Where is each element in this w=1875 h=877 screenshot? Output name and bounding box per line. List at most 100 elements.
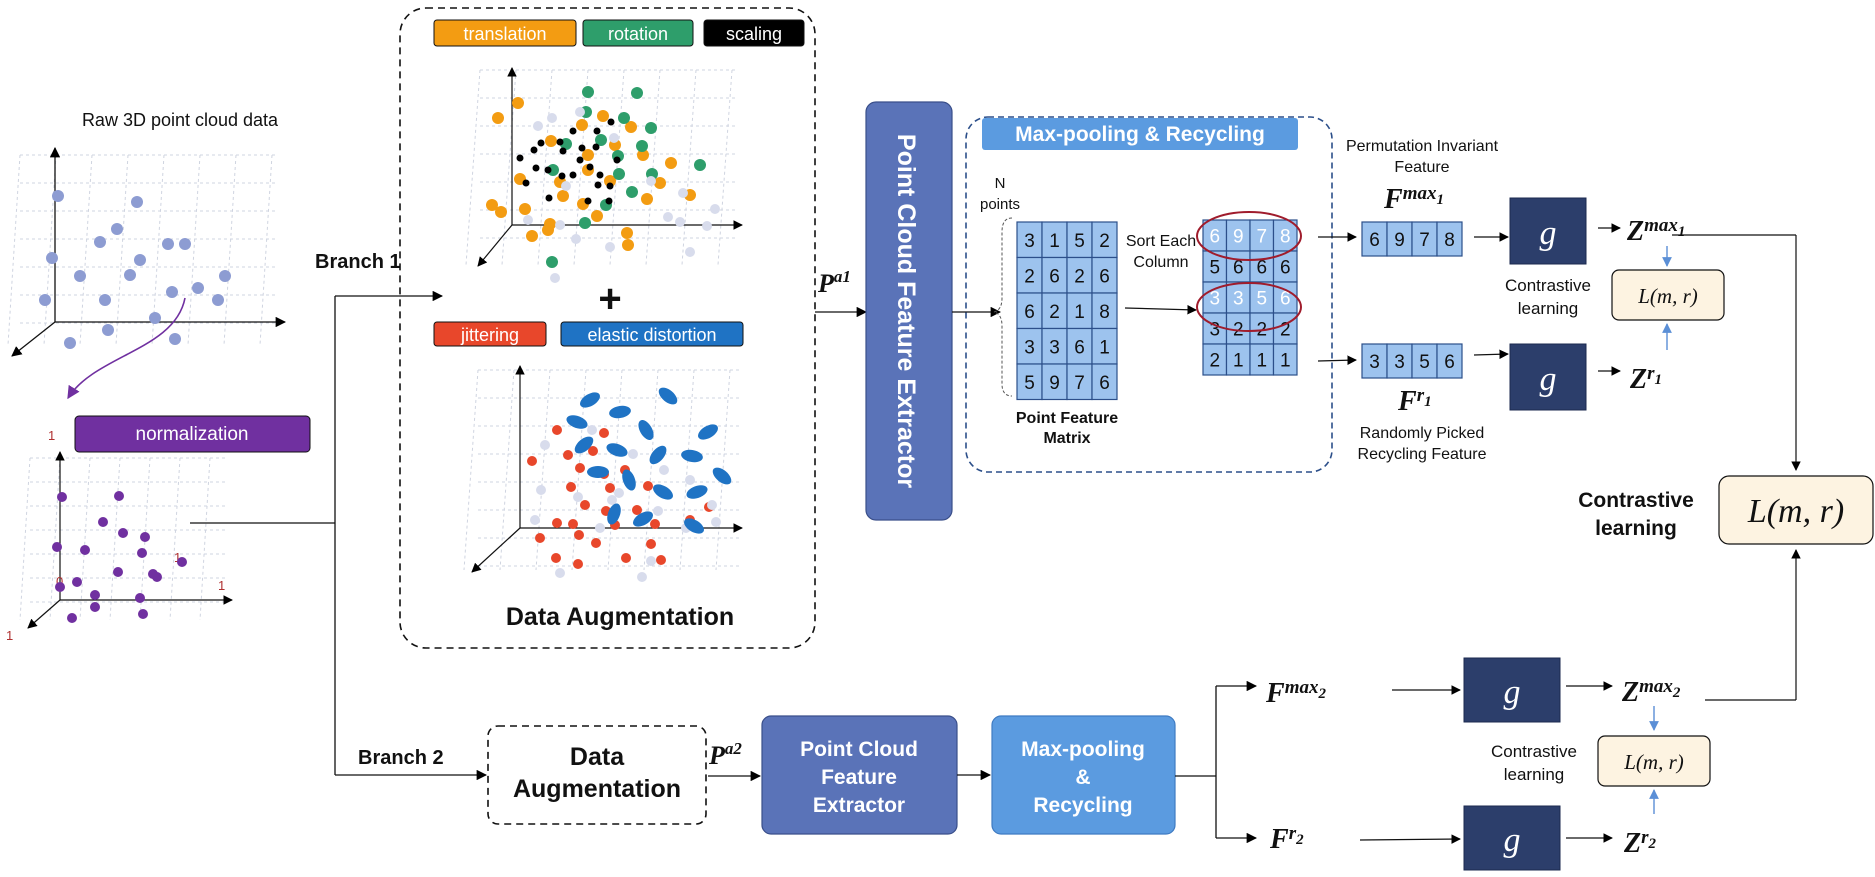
extractor1-label: Point Cloud Feature Extractor [892, 134, 920, 488]
norm-axis-tick-x: 1 [218, 578, 225, 593]
jitter-point-19 [621, 553, 631, 563]
jitter-point-26 [605, 483, 615, 493]
jitter-point-23 [650, 519, 660, 529]
perm-label-2: Feature [1394, 159, 1449, 176]
loss-box-branch2: L(m, r) [1597, 735, 1711, 787]
translation-point-0 [512, 97, 524, 109]
augmentation-top-grid [465, 69, 735, 266]
augmentation-plus: + [598, 277, 621, 321]
rotation-point-11 [626, 186, 638, 198]
maxpool-recycling-2: Max-pooling & Recycling [991, 715, 1176, 835]
normalized-cloud-grid [19, 457, 225, 621]
scaling-point-11 [586, 163, 594, 171]
extractor2-label-1: Point Cloud [800, 738, 918, 761]
raw-cloud-grid [7, 154, 275, 346]
sort-arrow [1124, 304, 1197, 315]
projection-head-g-r2: g [1463, 805, 1561, 871]
fr1-vec-cell-1 [1386, 343, 1413, 379]
sorted-grid-value-0-2: 7 [1256, 227, 1267, 248]
final-loss-box: L(m, r) [1718, 475, 1874, 545]
elastic-point-5 [606, 443, 628, 457]
matrix-grid-value-1-0: 2 [1024, 266, 1035, 287]
raw-point-3 [46, 252, 58, 264]
recycle-row-highlight [1196, 282, 1302, 332]
elastic-point-4 [638, 420, 654, 440]
elastic-point-1 [658, 387, 678, 405]
jitter-point-16 [535, 533, 545, 543]
sorted-grid-value-4-3: 1 [1280, 351, 1291, 372]
raw-point-5 [134, 254, 146, 266]
fmax1-vec-value-1: 9 [1394, 230, 1405, 251]
norm-point-10 [113, 567, 123, 577]
raw-point-19 [169, 333, 181, 345]
sorted-grid-value-1-1: 6 [1233, 258, 1244, 279]
scaling-point-2 [530, 146, 538, 154]
base-point-10 [605, 242, 615, 252]
input-p-a2: Pa2 [708, 739, 742, 770]
branch2-flow: Data Augmentation Pa2 Point Cloud Featur… [487, 657, 1711, 871]
translation-point-5 [597, 110, 609, 122]
raw-point-2 [111, 223, 123, 235]
jitter-point-18 [573, 559, 583, 569]
elastic-point-7 [681, 449, 703, 463]
sorted-grid-value-2-2: 5 [1256, 289, 1267, 310]
raw-point-10 [124, 269, 136, 281]
translation-point-10 [641, 193, 653, 205]
raw-cloud-points [39, 190, 231, 349]
norm-point-1 [114, 491, 124, 501]
matrix-grid-value-2-0: 6 [1024, 302, 1035, 323]
augmentation-bottom-points [527, 387, 732, 582]
base-point-16 [702, 221, 712, 231]
norm-axis-tick-mid: 1 [174, 550, 181, 565]
base-point-13 [523, 215, 533, 225]
jitter-base-point-0 [540, 440, 550, 450]
base-point-15 [663, 212, 673, 222]
translation-point-1 [492, 112, 504, 124]
jitter-point-22 [599, 428, 609, 438]
sorted-grid-value-2-3: 6 [1280, 289, 1291, 310]
jitter-base-point-2 [628, 449, 638, 459]
norm-point-8 [177, 557, 187, 567]
g-r2-label: g [1504, 822, 1521, 859]
sort-label-2: Column [1133, 254, 1188, 271]
norm-point-0 [57, 492, 67, 502]
elastic-point-3 [698, 424, 718, 440]
jitter-point-21 [527, 456, 537, 466]
data-augmentation-panel: translation rotation scaling + jittering… [399, 7, 816, 649]
translation-point-19 [495, 206, 507, 218]
jitter-base-point-1 [587, 425, 597, 435]
norm-point-18 [138, 609, 148, 619]
translation-point-20 [557, 190, 569, 202]
fmax1-vec-cell-3 [1436, 221, 1463, 257]
rotation-point-13 [636, 140, 648, 152]
contrastive1-label-2: learning [1518, 299, 1579, 318]
matrix-grid-cell-0-1 [1041, 221, 1068, 259]
elastic-point-16 [607, 503, 621, 525]
z-r1-symbol: Zr1 [1629, 363, 1662, 395]
matrix-grid-cell-0-3 [1091, 221, 1118, 259]
translation-point-23 [582, 149, 594, 161]
base-point-0 [533, 121, 543, 131]
matrix-grid-value-0-0: 3 [1024, 231, 1035, 252]
base-point-1 [547, 113, 557, 123]
raw-point-12 [39, 294, 51, 306]
branch1-label: Branch 1 [315, 251, 401, 273]
norm-point-9 [72, 577, 82, 587]
g-r1-label: g [1540, 361, 1557, 398]
scaling-point-9 [578, 144, 586, 152]
jitter-base-point-8 [536, 485, 546, 495]
raw-point-4 [94, 236, 106, 248]
scaling-point-23 [605, 197, 613, 205]
matrix-grid-value-1-2: 2 [1074, 266, 1085, 287]
projection-head-g-r1: g [1509, 343, 1587, 411]
jitter-base-point-4 [607, 495, 617, 505]
scaling-point-5 [544, 166, 552, 174]
jitter-base-point-11 [555, 568, 565, 578]
jitter-base-point-12 [637, 572, 647, 582]
jitter-base-point-16 [614, 488, 624, 498]
matrix-grid-cell-2-3 [1091, 292, 1118, 330]
branch2-aug-label-2: Augmentation [513, 775, 681, 803]
norm-point-17 [90, 602, 100, 612]
